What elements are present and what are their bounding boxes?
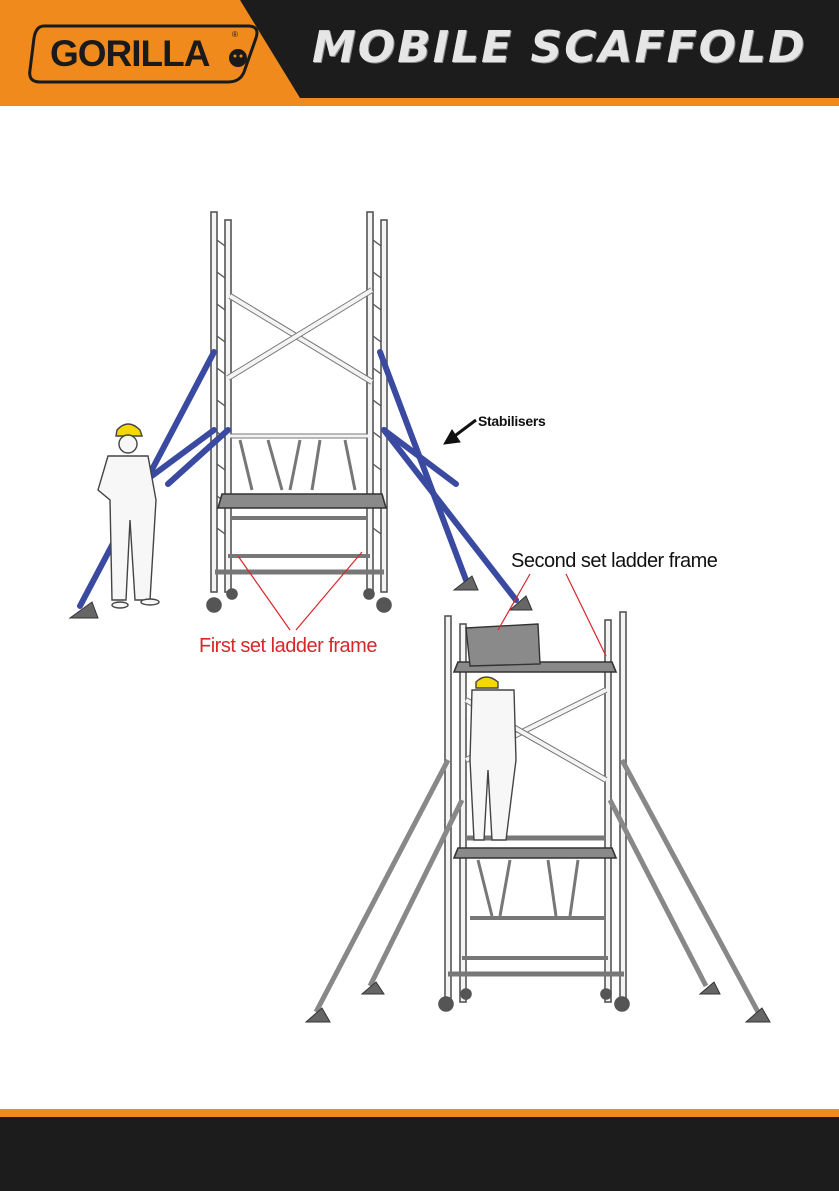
worker-2 xyxy=(470,677,516,840)
page-title: MOBILE SCAFFOLD xyxy=(312,22,807,73)
scaffold-tower-2 xyxy=(316,612,758,1012)
footer-bar xyxy=(0,1117,839,1191)
scaffold-tower-1 xyxy=(207,212,391,612)
scaffold-illustration xyxy=(0,106,839,1109)
registered-mark: ® xyxy=(232,30,238,39)
gorilla-head-icon xyxy=(229,49,247,67)
stabilisers-arrow xyxy=(444,420,476,444)
logo-text: GORILLA xyxy=(50,33,209,75)
label-second-set-frame: Second set ladder frame xyxy=(511,550,717,573)
worker-1 xyxy=(98,424,159,608)
label-stabilisers: Stabilisers xyxy=(478,413,546,429)
label-first-set-frame: First set ladder frame xyxy=(199,635,377,658)
outrigger-feet xyxy=(306,982,770,1022)
lifted-ladder-frame xyxy=(466,624,540,666)
footer-accent-line xyxy=(0,1109,839,1117)
